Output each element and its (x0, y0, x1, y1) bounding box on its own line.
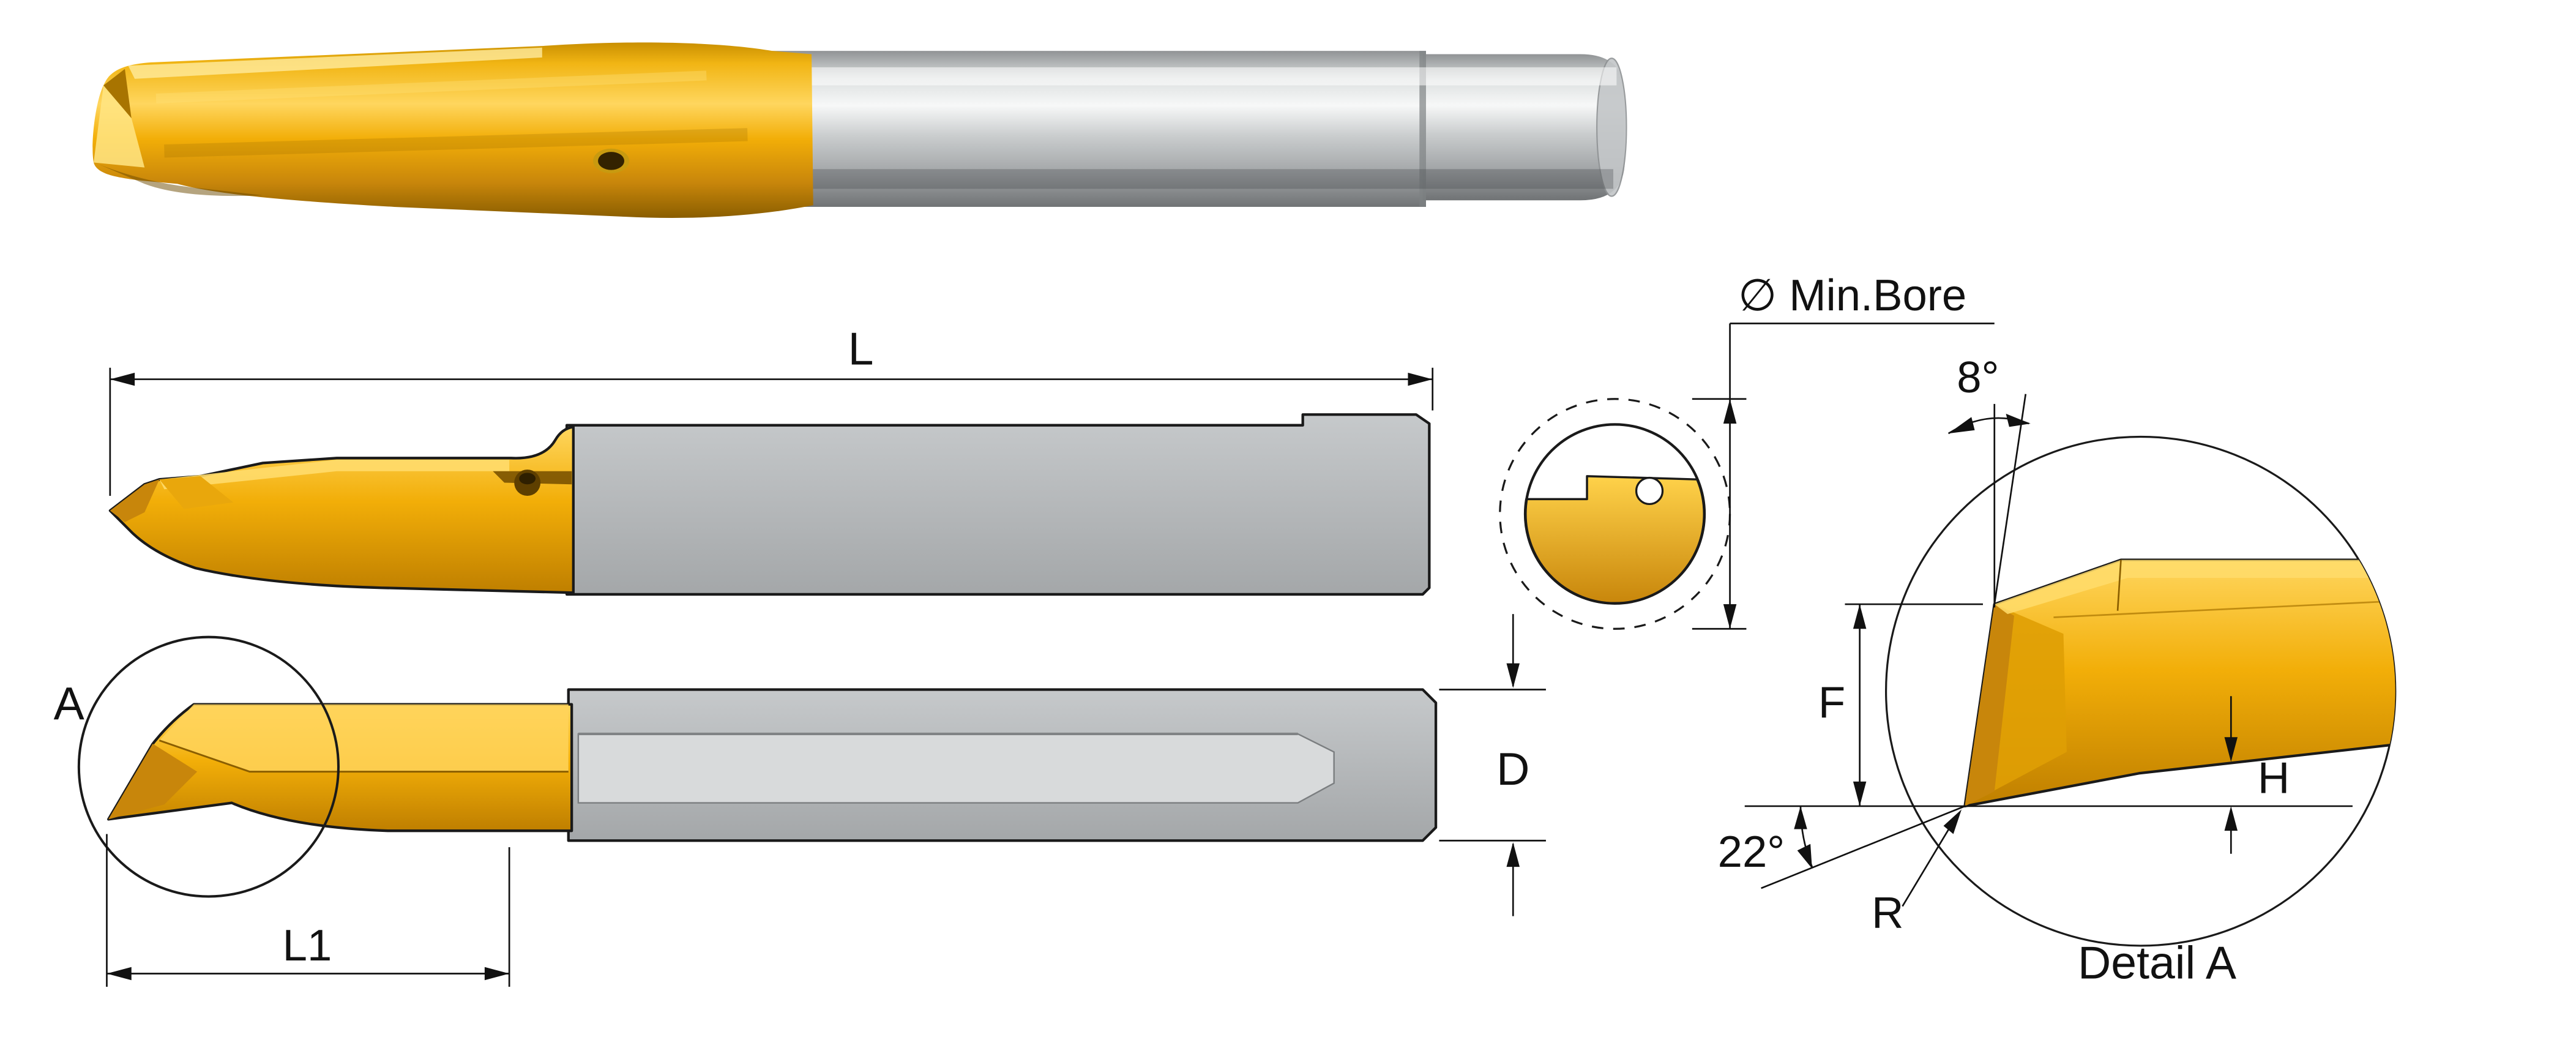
dim-H-label: H (2258, 754, 2290, 803)
angle-8-annotation: 8° (1947, 353, 2031, 608)
arrowhead (1948, 417, 1975, 434)
arrowhead (2224, 737, 2238, 762)
side-view-tip-facet (110, 479, 160, 522)
dim-L1-label: L1 (283, 921, 332, 970)
dim-D: D (1439, 614, 1546, 916)
angle-8-edge-extension (1993, 394, 2027, 605)
min-bore-label: ∅ Min.Bore (1738, 271, 1966, 320)
side-view-coolant-hole-icon (519, 473, 536, 485)
end-view-outline-circle (1524, 423, 1706, 605)
detail-top-facet (1994, 559, 2395, 615)
dim-H: H (2224, 696, 2290, 854)
angle-8-label: 8° (1957, 353, 1999, 402)
radius-R-leader (1902, 815, 1958, 907)
arrowhead (484, 967, 510, 981)
angle-22-label: 22° (1718, 827, 1785, 877)
side-view-gold-head (108, 425, 575, 594)
side-view-shank (565, 413, 1431, 596)
bottom-view-tip-facet (108, 744, 198, 820)
photo-head-body (92, 42, 813, 219)
arrowhead (1723, 604, 1737, 629)
photo-shank-seam (1419, 51, 1426, 207)
bottom-view-facet-line (159, 739, 569, 773)
arrowhead (1853, 781, 1867, 806)
photo-brush-streak-2 (164, 128, 748, 158)
arrowhead (1794, 806, 1807, 829)
photo-shank-end-face (1596, 58, 1627, 197)
side-view-mid-facet (159, 476, 234, 509)
bottom-view-ground-flat (577, 733, 1335, 804)
photo-tip-underside-shadow (99, 164, 263, 196)
arrowhead (1723, 399, 1737, 424)
end-view (1499, 398, 1731, 630)
arrowhead (1853, 604, 1867, 629)
photo-coolant-hole-icon (598, 152, 625, 170)
detail-facet-line-1 (2116, 559, 2122, 611)
arrowhead (1943, 809, 1962, 834)
arrowhead (1408, 372, 1433, 386)
arrowhead (2224, 806, 2238, 831)
dim-L-label: L (848, 323, 874, 374)
dim-F: F (1818, 603, 1983, 806)
angle-22-slant-line (1761, 805, 1965, 889)
dim-L1: L1 (106, 834, 510, 987)
detail-a-view: 8° F 22° R H (1718, 353, 2397, 989)
arrowhead (106, 967, 132, 981)
photo-head-top-highlight (128, 47, 542, 79)
arrowhead (1797, 844, 1812, 869)
photo-tip-facet-dark (103, 69, 132, 119)
photo-shank (772, 51, 1627, 207)
detail-gold-tip (1963, 558, 2395, 808)
photo-shank-shadow (775, 169, 1613, 189)
photo-render (92, 42, 1627, 219)
photo-shank-collar (1422, 54, 1625, 201)
dim-F-label: F (1818, 678, 1845, 727)
detail-front-edge-facet (1965, 604, 2014, 806)
end-view-insert-section (1524, 475, 1706, 605)
dim-L: L (109, 323, 1434, 496)
side-view (108, 413, 1431, 596)
bottom-view-head-top-facet (159, 704, 569, 772)
arrowhead (2006, 413, 2031, 427)
photo-gold-head (92, 42, 813, 219)
arrowhead (1506, 842, 1520, 867)
bottom-view (107, 688, 1438, 842)
detail-callout-circle (77, 635, 340, 898)
detail-callout: A (54, 635, 340, 898)
photo-brush-streak-1 (155, 70, 707, 103)
angle-22-annotation: 22° (1718, 805, 1965, 889)
arrowhead (110, 372, 135, 386)
dim-D-label: D (1496, 743, 1529, 795)
radius-R-annotation: R (1872, 809, 1962, 937)
arrowhead (1506, 663, 1520, 688)
photo-tip-facet-bright (94, 85, 145, 168)
detail-callout-label: A (54, 678, 84, 729)
detail-title: Detail A (2078, 937, 2236, 989)
end-view-coolant-hole-icon (1635, 476, 1664, 506)
radius-R-label: R (1872, 888, 1903, 937)
dim-min-bore: ∅ Min.Bore (1692, 271, 1995, 630)
detail-facet-line-2 (2053, 600, 2395, 618)
photo-shank-highlight (775, 67, 1617, 86)
side-view-head-top-facet (159, 460, 510, 490)
